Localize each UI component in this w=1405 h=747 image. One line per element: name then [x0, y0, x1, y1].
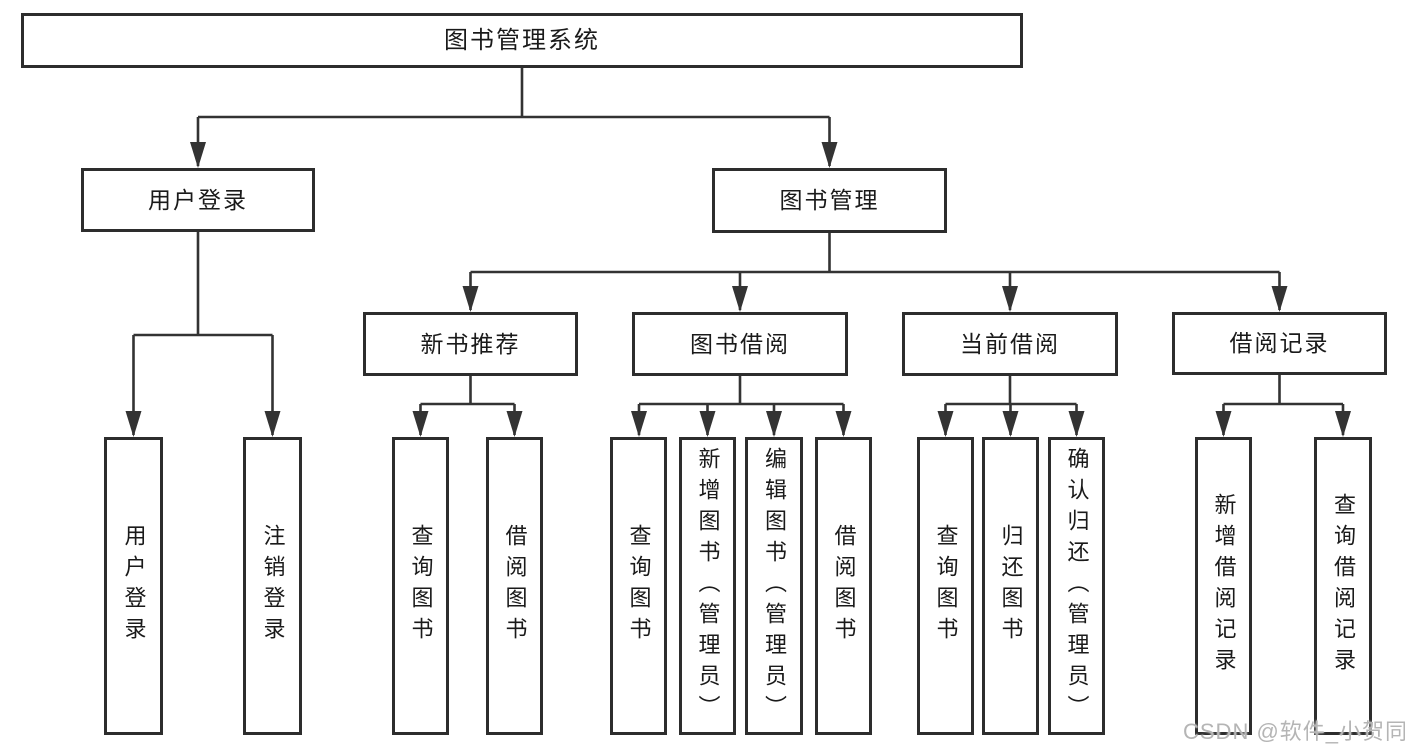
node-borrowing-records: 借阅记录	[1172, 312, 1387, 375]
leaf-add-borrow-record: 新增借阅记录	[1195, 437, 1252, 735]
node-book-management: 图书管理	[712, 168, 947, 233]
leaf-user-login: 用户登录	[104, 437, 163, 735]
leaf-return-books: 归还图书	[982, 437, 1039, 735]
leaf-query-books-recommend: 查询图书	[392, 437, 449, 735]
watermark: CSDN @软件_小贺同学	[1183, 719, 1405, 744]
node-root: 图书管理系统	[21, 13, 1023, 68]
leaf-borrow-books: 借阅图书	[815, 437, 872, 735]
node-new-book-recommend: 新书推荐	[363, 312, 578, 376]
leaf-query-books-borrowing: 查询图书	[610, 437, 667, 735]
node-current-borrowing: 当前借阅	[902, 312, 1118, 376]
leaf-query-books-current: 查询图书	[917, 437, 974, 735]
leaf-borrow-books-recommend: 借阅图书	[486, 437, 543, 735]
leaf-query-borrow-record: 查询借阅记录	[1314, 437, 1372, 735]
leaf-edit-books-admin: 编辑图书（管理员）	[745, 437, 803, 735]
leaf-confirm-return-admin: 确认归还（管理员）	[1048, 437, 1105, 735]
arrowheads	[125, 142, 1351, 437]
leaf-logout: 注销登录	[243, 437, 302, 735]
node-user-login: 用户登录	[81, 168, 315, 232]
node-book-borrowing: 图书借阅	[632, 312, 848, 376]
leaf-add-books-admin: 新增图书（管理员）	[679, 437, 736, 735]
